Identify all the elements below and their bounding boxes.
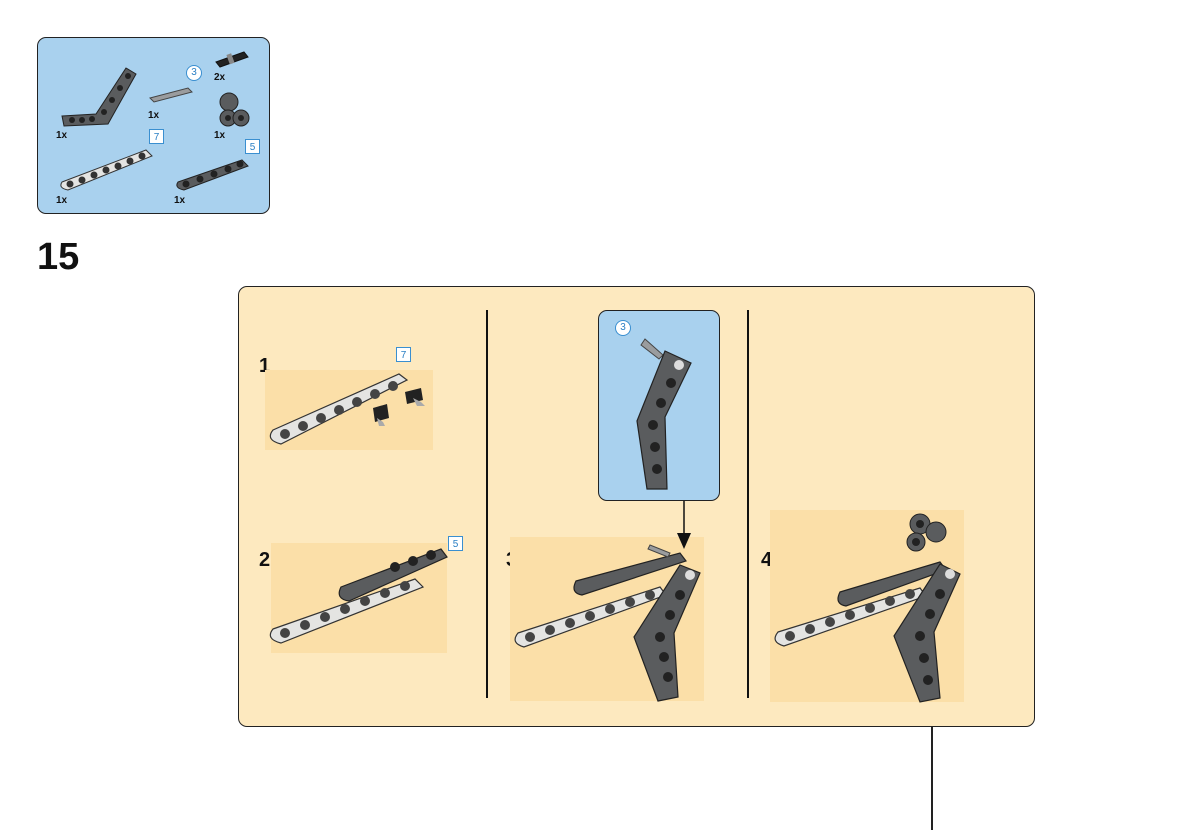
leader-line [931, 727, 933, 830]
parts-list-panel: 1x 3 1x 2x 1x 7 1x 5 1x [37, 37, 270, 214]
step-number: 15 [37, 236, 80, 278]
substep-2-number: 2 [259, 549, 271, 571]
friction-pin-qty: 2x [214, 72, 226, 83]
double-cross-block-image [219, 92, 250, 127]
callout-axle-length-badge: 3 [615, 320, 631, 336]
double-cross-block-qty: 1x [214, 130, 226, 141]
bent-liftarm-qty: 1x [56, 130, 68, 141]
white-beam-length-badge: 7 [149, 129, 164, 144]
dark-beam-length-badge: 5 [245, 139, 260, 154]
white-beam-qty: 1x [56, 195, 68, 206]
callout-arrow [677, 501, 691, 549]
axle-callout-panel: 3 [598, 310, 720, 501]
bent-liftarm-image [61, 67, 137, 127]
column-divider-2 [747, 310, 749, 698]
callout-liftarm-image [636, 338, 692, 490]
dark-beam-image [176, 159, 249, 191]
white-beam-image [60, 149, 153, 191]
substep-2-assembly-image [269, 543, 448, 653]
substep-3-assembly-image [510, 537, 704, 702]
axle-length-badge: 3 [186, 65, 202, 81]
substep-1-number: 1 [259, 355, 271, 377]
axle-qty: 1x [148, 110, 160, 121]
friction-pin-image [215, 51, 249, 68]
substep-1-length-badge: 7 [396, 347, 411, 362]
substep-4-assembly-image [770, 510, 964, 703]
substep-1-assembly-image [265, 370, 433, 450]
substep-2-length-badge: 5 [448, 536, 463, 551]
axle-image [149, 87, 193, 103]
substep-4-number: 4 [761, 549, 773, 571]
dark-beam-qty: 1x [174, 195, 186, 206]
column-divider-1 [486, 310, 488, 698]
